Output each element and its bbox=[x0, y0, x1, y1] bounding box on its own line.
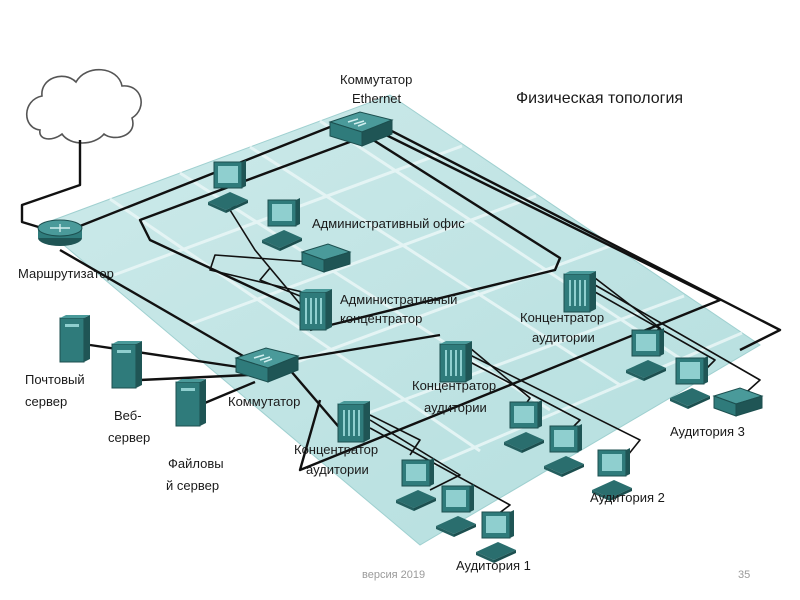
ethernet-switch-label: Ethernet bbox=[352, 91, 402, 106]
diagram-title: Физическая топология bbox=[516, 90, 683, 107]
web-server-label: сервер bbox=[108, 430, 150, 445]
classroom-hub-3-label: Концентратор bbox=[520, 310, 604, 325]
classroom-hub-3-label: аудитории bbox=[532, 330, 595, 345]
floor-grid bbox=[109, 119, 743, 477]
file-server-label: Файловы bbox=[168, 456, 224, 471]
classroom-2-pc-icon[interactable] bbox=[503, 399, 545, 454]
admin-hub-label: Административный bbox=[340, 292, 457, 307]
web-server-icon[interactable] bbox=[111, 340, 143, 389]
classroom-hub-2-label: аудитории bbox=[424, 400, 487, 415]
file-server-icon[interactable] bbox=[175, 378, 207, 427]
admin-pc-icon[interactable] bbox=[207, 159, 249, 214]
file-server-label: й сервер bbox=[166, 478, 219, 493]
admin-pc-icon[interactable] bbox=[261, 197, 303, 252]
admin-office-label: Административный офис bbox=[312, 216, 465, 231]
router-label: Маршрутизатор bbox=[18, 266, 114, 281]
admin-hub-icon[interactable] bbox=[299, 288, 333, 331]
classroom-3-pc-icon[interactable] bbox=[625, 327, 667, 382]
classroom-hub-3-icon[interactable] bbox=[563, 270, 597, 313]
classroom-1-pc-icon[interactable] bbox=[435, 483, 477, 538]
classroom-3-label: Аудитория 3 bbox=[670, 424, 745, 439]
admin-hub-label: концентратор bbox=[340, 311, 422, 326]
classroom-3-pc-icon[interactable] bbox=[669, 355, 711, 410]
footer-version: версия 2019 bbox=[362, 569, 425, 581]
ethernet-switch-label: Коммутатор bbox=[340, 72, 412, 87]
classroom-1-pc-icon[interactable] bbox=[395, 457, 437, 512]
mail-server-icon[interactable] bbox=[59, 314, 91, 363]
classroom-hub-2-icon[interactable] bbox=[439, 340, 473, 383]
footer-page-number: 35 bbox=[738, 569, 750, 581]
switch-label: Коммутатор bbox=[228, 394, 300, 409]
mail-server-label: сервер bbox=[25, 394, 67, 409]
internet-cloud-icon bbox=[26, 68, 142, 144]
classroom-hub-1-icon[interactable] bbox=[337, 400, 371, 443]
mail-server-label: Почтовый bbox=[25, 372, 85, 387]
web-server-label: Веб- bbox=[114, 408, 142, 423]
classroom-1-pc-icon[interactable] bbox=[475, 509, 517, 564]
network-cables bbox=[20, 123, 782, 521]
classroom-1-label: Аудитория 1 bbox=[456, 558, 531, 573]
classroom-2-pc-icon[interactable] bbox=[543, 423, 585, 478]
classroom-hub-1-label: аудитории bbox=[306, 462, 369, 477]
classroom-hub-2-label: Концентратор bbox=[412, 378, 496, 393]
classroom-hub-1-label: Концентратор bbox=[294, 442, 378, 457]
classroom-2-label: Аудитория 2 bbox=[590, 490, 665, 505]
router-icon[interactable] bbox=[37, 219, 83, 246]
classroom-3-printer-icon[interactable] bbox=[713, 387, 763, 417]
